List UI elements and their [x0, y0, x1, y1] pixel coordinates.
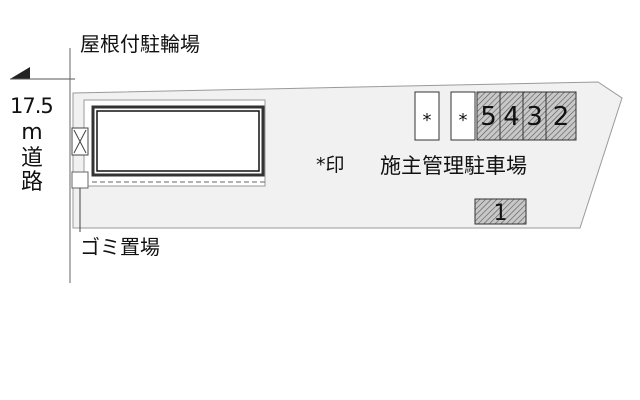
garbage-area — [71, 171, 89, 189]
parking-slot-lower — [474, 198, 527, 225]
bicycle-parking-label: 屋根付駐輪場 — [80, 32, 200, 56]
building-inner — [96, 110, 260, 172]
parking-slot-label: 3 — [526, 102, 543, 132]
parking-slot-6 — [545, 91, 577, 141]
road-label: m 道 路 — [20, 122, 44, 194]
parking-slot-lower-label: 1 — [494, 201, 508, 226]
owner-mark-legend: *印 — [316, 154, 345, 176]
parking-slot-label: 2 — [553, 102, 570, 132]
parking-slot-label: 5 — [480, 102, 497, 132]
road-word-2: 路 — [20, 170, 43, 195]
road-width-label: 17.5 — [10, 94, 54, 118]
parking-slot-label: * — [423, 110, 432, 131]
road-unit: m — [21, 120, 43, 145]
parking-slot-1 — [414, 91, 440, 141]
parking-slot-label: 4 — [503, 102, 520, 132]
road-word-1: 道 — [20, 146, 43, 171]
parking-slot-2 — [450, 91, 476, 141]
entrance-x-icon-b — [73, 129, 87, 154]
parking-slot-label: * — [459, 110, 468, 131]
north-arrow-icon — [10, 67, 30, 79]
parking-title: 施主管理駐車場 — [380, 154, 527, 178]
garbage-label: ゴミ置場 — [80, 235, 160, 259]
